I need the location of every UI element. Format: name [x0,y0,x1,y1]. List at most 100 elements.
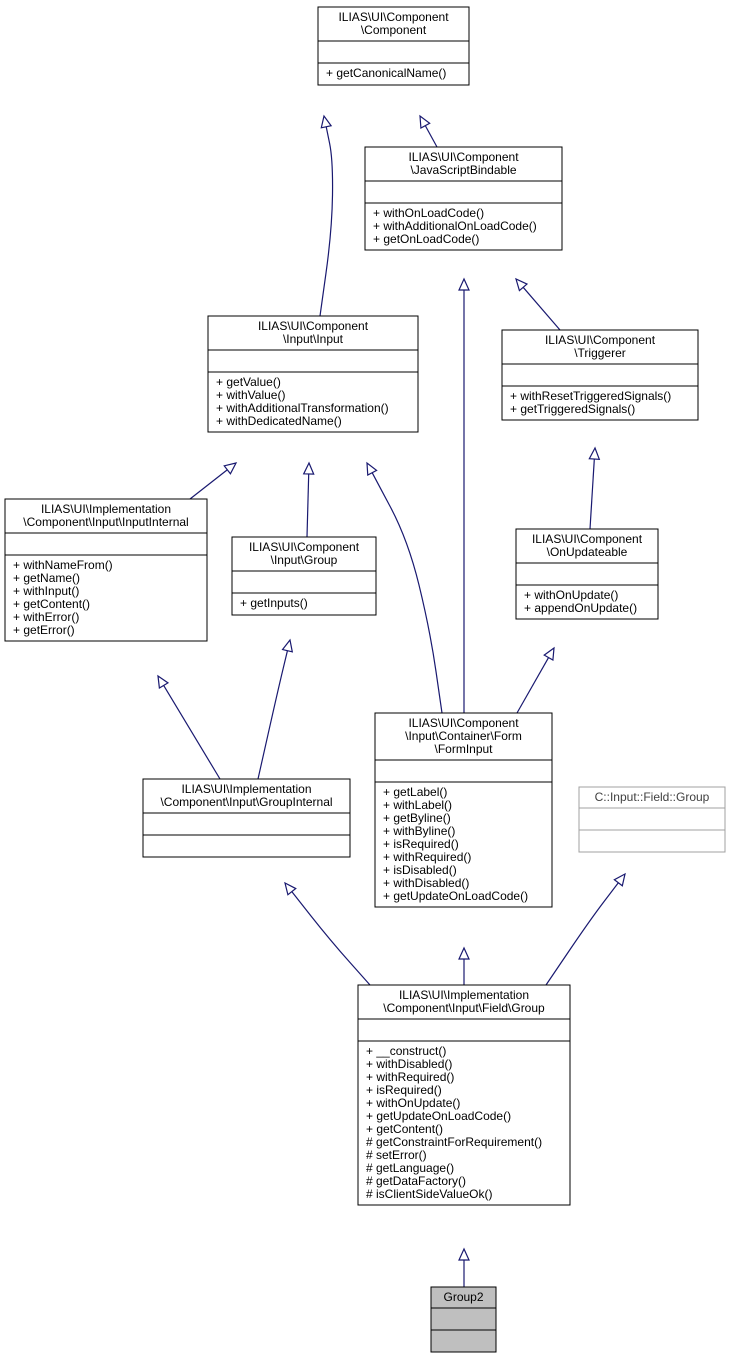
class-fieldgroup[interactable]: ILIAS\UI\Implementation\Component\Input\… [357,984,571,1206]
class-method: + isDisabled() [383,863,457,877]
class-method: + withOnLoadCode() [373,206,484,220]
class-method: + withRequired() [383,850,471,864]
inheritance-line [257,650,289,780]
class-box [231,536,377,616]
class-input[interactable]: ILIAS\UI\Component\Input\Input+ getValue… [207,315,419,433]
class-jsbindable[interactable]: ILIAS\UI\Component\JavaScriptBindable + w… [364,146,563,251]
class-method: # getDataFactory() [366,1174,466,1188]
class-name-line: \Component\Input\Field\Group [383,1001,545,1015]
class-method: + withAdditionalOnLoadCode() [373,219,537,233]
inheritance-line [163,685,221,780]
edge-triggerer-to-jsbindable [515,277,561,331]
edge-jsbindable-to-component [419,114,438,148]
class-box [364,146,563,251]
class-name-line: ILIAS\UI\Component [545,333,656,347]
class-name-line: ILIAS\UI\Component [249,540,360,554]
class-name-line: ILIAS\UI\Component [338,10,449,24]
class-method: + withNameFrom() [13,558,113,572]
class-method: + getUpdateOnLoadCode() [383,889,528,903]
class-method: # isClientSideValueOk() [366,1187,493,1201]
class-method: + getName() [13,571,80,585]
class-method: + getOnLoadCode() [373,232,479,246]
class-name-line: \Input\Container\Form [405,729,522,743]
class-method: + __construct() [366,1044,446,1058]
class-name-line: \Component\Input\GroupInternal [160,795,332,809]
class-method: + withDisabled() [366,1057,452,1071]
edge-fieldgroup-to-cgroup [545,872,626,986]
class-box [142,778,351,858]
hollow-arrowhead-icon [320,114,333,129]
edge-groupinternal-to-inputgroup [257,638,294,780]
inheritance-line [319,126,334,317]
inheritance-line [371,472,443,714]
class-name-line: ILIAS\UI\Component [532,532,643,546]
inheritance-line [589,458,595,530]
inheritance-line [516,657,550,714]
class-method: + isRequired() [383,837,459,851]
edge-inputgroup-to-input [302,461,315,538]
class-method: + withValue() [216,388,285,402]
class-onupdateable[interactable]: ILIAS\UI\Component\OnUpdateable + withOnU… [515,528,659,620]
class-name-line: ILIAS\UI\Component [408,150,519,164]
hollow-arrowhead-icon [157,674,170,689]
hollow-arrowhead-icon [281,638,294,653]
class-method: + withOnUpdate() [524,588,618,602]
class-name-line: \Component\Input\InputInternal [23,515,188,529]
class-name-line: C::Input::Field::Group [595,790,710,804]
hollow-arrowhead-icon [302,461,315,475]
class-method: + getTriggeredSignals() [510,402,635,416]
class-group2[interactable]: Group2 [430,1286,497,1353]
class-box [207,315,419,433]
class-method: + getError() [13,623,75,637]
class-box [430,1286,497,1353]
class-method: # getConstraintForRequirement() [366,1135,542,1149]
class-method: + withDedicatedName() [216,414,342,428]
class-name-line: \OnUpdateable [547,545,628,559]
edge-group2-to-fieldgroup [458,1247,470,1287]
class-method: # getLanguage() [366,1161,454,1175]
class-method: + withInput() [13,584,79,598]
class-nodes: ILIAS\UI\Component\Component+ getCanonic… [4,6,726,1353]
class-box [374,712,553,908]
edge-inputinternal-to-input [189,462,238,500]
class-method: + withResetTriggeredSignals() [510,389,671,403]
class-method: + getCanonicalName() [326,66,446,80]
hollow-arrowhead-icon [543,646,555,662]
class-groupinternal[interactable]: ILIAS\UI\Implementation\Component\Input\… [142,778,351,858]
class-method: + withRequired() [366,1070,454,1084]
class-triggerer[interactable]: ILIAS\UI\Component\Triggerer + withResetT… [501,329,699,421]
class-box [515,528,659,620]
inheritance-line [545,882,619,986]
class-method: + appendOnUpdate() [524,601,637,615]
class-name-line: ILIAS\UI\Implementation [181,782,311,796]
edge-onupdateable-to-triggerer [588,446,601,530]
class-inputgroup[interactable]: ILIAS\UI\Component\Input\Group+ getInput… [231,536,377,616]
inheritance-line [291,891,371,986]
edge-fieldgroup-to-forminput [458,946,470,985]
class-method: + getContent() [13,597,90,611]
class-name-line: ILIAS\UI\Implementation [399,988,529,1002]
class-box [4,498,208,642]
class-name-line: ILIAS\UI\Component [408,716,519,730]
class-method: + getLabel() [383,785,447,799]
class-name-line: \Triggerer [574,346,626,360]
edge-input-to-component [319,114,334,317]
class-box [357,984,571,1206]
class-method: + isRequired() [366,1083,442,1097]
class-method: # setError() [366,1148,427,1162]
class-cgroup[interactable]: C::Input::Field::Group [578,786,726,853]
edge-groupinternal-to-inputinternal [157,674,221,780]
class-name-line: \JavaScriptBindable [410,163,516,177]
class-component[interactable]: ILIAS\UI\Component\Component+ getCanonic… [317,6,470,86]
hollow-arrowhead-icon [515,277,529,292]
class-inputinternal[interactable]: ILIAS\UI\Implementation\Component\Input\… [4,498,208,642]
class-box [501,329,699,421]
inheritance-line [306,473,310,538]
class-method: + withAdditionalTransformation() [216,401,389,415]
class-method: + getUpdateOnLoadCode() [366,1109,511,1123]
class-forminput[interactable]: ILIAS\UI\Component\Input\Container\Form\… [374,712,553,908]
class-name-line: ILIAS\UI\Implementation [41,502,171,516]
class-method: + withByline() [383,824,455,838]
hollow-arrowhead-icon [588,446,601,460]
